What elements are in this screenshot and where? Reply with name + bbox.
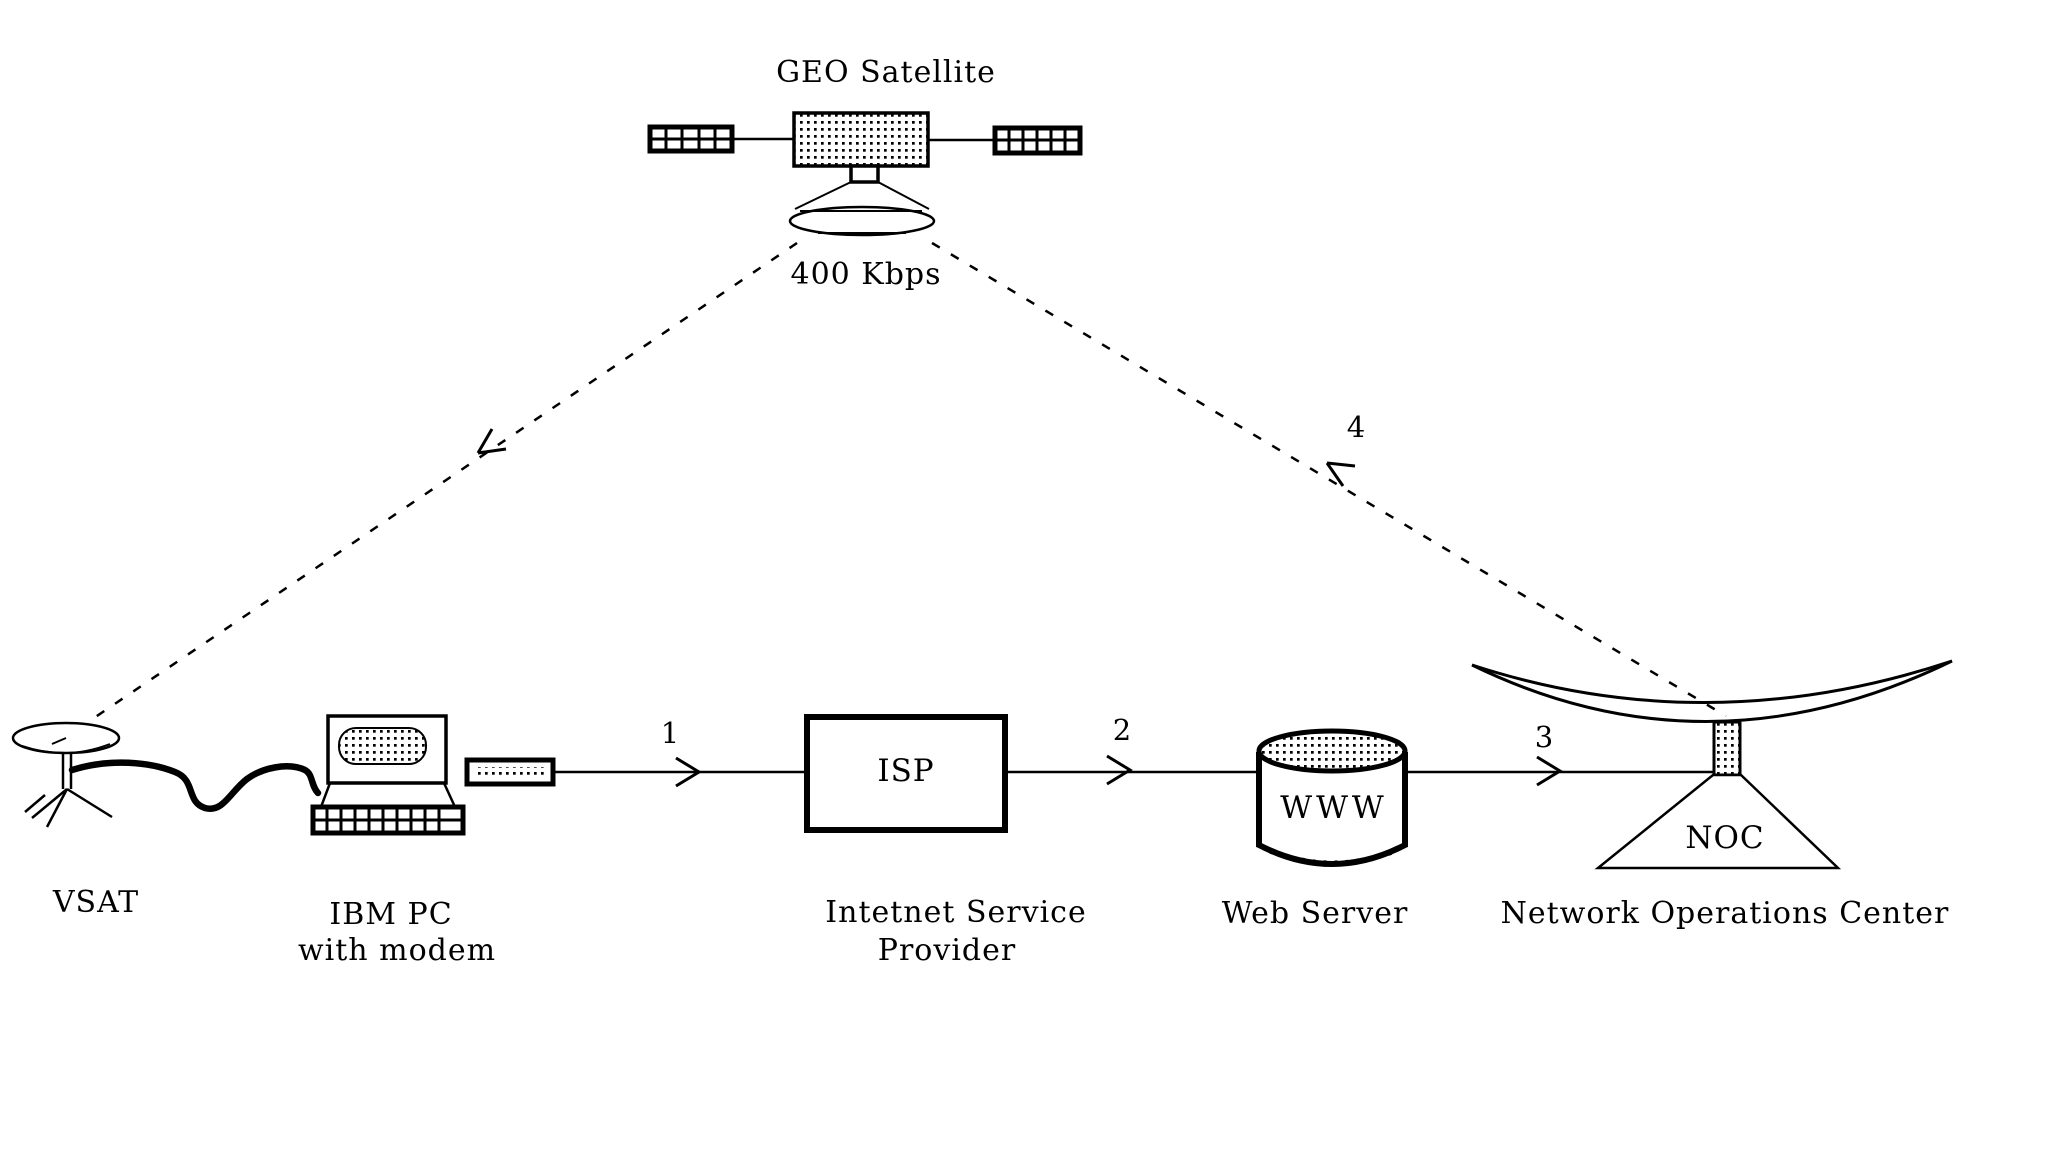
isp-box: [804, 714, 1008, 833]
pc-keyboard: [310, 804, 466, 836]
pc-label-line1: IBM PC: [329, 897, 453, 932]
downlink-rate-label: 400 Kbps: [790, 257, 942, 292]
isp-label-line1: Intetnet Service: [825, 895, 1087, 930]
noc-icon: [1471, 659, 1953, 870]
step-4-label: 4: [1346, 410, 1366, 444]
cylinder-top: [1256, 728, 1408, 774]
noc-base: [1594, 773, 1842, 870]
satellite-dish: [788, 205, 936, 237]
satellite-to-vsat-arrowhead: [476, 428, 507, 455]
web-server-box-label: WWW: [1280, 790, 1388, 826]
vsat-to-pc-cable: [68, 759, 322, 812]
cylinder-body: [1256, 752, 1408, 867]
isp-label-line2: Provider: [877, 933, 1017, 968]
link3-arrowhead: [1536, 755, 1563, 787]
satellite-left-panel: [647, 124, 735, 154]
web-server-label: Web Server: [1221, 896, 1409, 931]
step-3-label: 3: [1534, 720, 1554, 754]
noc-to-satellite-link: [931, 241, 1727, 718]
modem-icon: [464, 757, 556, 787]
noc-feed: [1712, 720, 1742, 777]
noc-dish-upper: [1471, 659, 1953, 705]
link1-arrowhead: [675, 756, 702, 788]
satellite-right-panel: [992, 125, 1083, 156]
link2-arrowhead: [1106, 754, 1133, 786]
vsat-icon: [11, 721, 121, 828]
pc-label-line2: with modem: [297, 933, 497, 968]
pc-screen: [338, 727, 427, 765]
ibm-pc-icon: [310, 714, 466, 836]
geo-satellite-label: GEO Satellite: [776, 55, 996, 90]
satellite-feed: [849, 164, 880, 184]
noc-label: Network Operations Center: [1500, 896, 1950, 931]
satellite-body: [792, 111, 930, 168]
noc-box-label: NOC: [1685, 820, 1765, 856]
satellite-to-vsat-link: [87, 241, 798, 724]
web-server-icon: [1256, 728, 1408, 867]
vsat-label: VSAT: [52, 885, 140, 920]
geo-satellite-icon: [647, 111, 1083, 237]
step-1-label: 1: [660, 716, 680, 750]
noc-dish-lower: [1471, 659, 1953, 723]
noc-to-satellite-arrowhead: [1325, 461, 1356, 487]
step-2-label: 2: [1112, 713, 1132, 747]
isp-box-label: ISP: [877, 753, 935, 789]
